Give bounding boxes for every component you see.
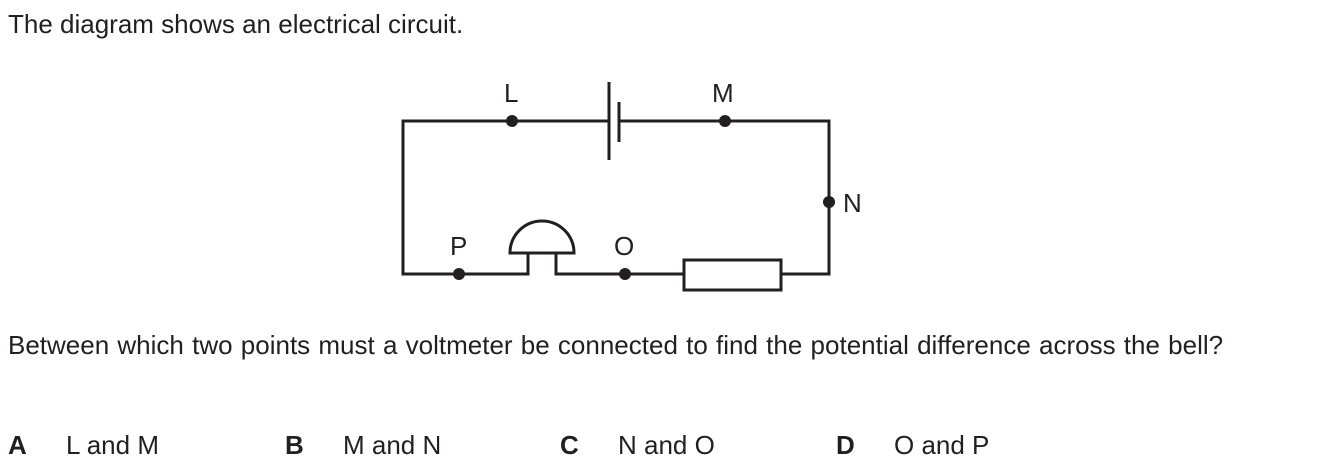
- option-letter: D: [836, 430, 855, 460]
- wire-top-right: [619, 119, 831, 276]
- point-o: [619, 268, 631, 280]
- point-p: [453, 268, 465, 280]
- label-o: O: [614, 231, 634, 261]
- option-label: M and N: [343, 430, 442, 460]
- resistor: [682, 258, 783, 292]
- point-n: [823, 196, 835, 208]
- option-letter: C: [560, 430, 579, 460]
- option-label: L and M: [66, 430, 159, 460]
- option-letter: A: [8, 430, 27, 460]
- option-label: O and P: [894, 430, 990, 460]
- label-p: P: [450, 231, 467, 261]
- label-l: L: [504, 78, 518, 108]
- question-text: Between which two points must a voltmete…: [8, 330, 1224, 360]
- bell: [508, 219, 576, 255]
- wire-bottom-middle: [554, 254, 684, 276]
- label-m: M: [712, 78, 734, 108]
- option-label: N and O: [618, 430, 715, 460]
- option-letter: B: [285, 430, 304, 460]
- point-l: [506, 115, 518, 127]
- label-n: N: [843, 188, 862, 218]
- intro-text: The diagram shows an electrical circuit.: [8, 9, 464, 39]
- wire-top-left: [401, 119, 609, 276]
- point-m: [719, 115, 731, 127]
